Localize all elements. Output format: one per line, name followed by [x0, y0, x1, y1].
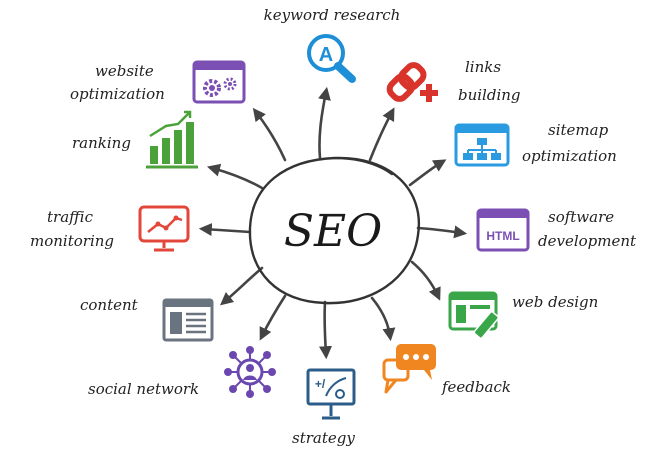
- node-strategy: +/ strategy: [292, 368, 356, 447]
- node-ranking: ranking: [72, 110, 198, 169]
- arrow-software-development: [416, 225, 468, 239]
- arrow-sitemap-optimization: [408, 159, 447, 187]
- node-label-line2: optimization: [70, 85, 165, 103]
- node-label-line1: ranking: [72, 134, 131, 152]
- arrow-links-building: [368, 107, 395, 162]
- svg-text:+/: +/: [315, 377, 326, 391]
- node-software-development: HTML software development: [476, 208, 637, 252]
- center-label: SEO: [284, 206, 382, 257]
- html-window-icon: HTML: [476, 208, 530, 252]
- monitor-graph-icon: [138, 205, 190, 252]
- node-links-building: links building: [386, 58, 521, 104]
- arrow-website-optimization: [252, 107, 287, 162]
- magnifier-a-icon: A: [307, 34, 356, 83]
- center-circle: [248, 156, 421, 305]
- arrow-social-network: [259, 294, 287, 341]
- web-design-window-icon: [448, 291, 500, 339]
- arrow-feedback: [370, 296, 396, 342]
- network-people-icon: [224, 346, 276, 398]
- node-label-line1: feedback: [441, 378, 511, 396]
- connector-arrows: [198, 86, 468, 360]
- node-content: content: [80, 296, 214, 342]
- sitemap-window-icon: [454, 123, 510, 167]
- node-label-line2: building: [458, 86, 521, 104]
- arrow-strategy: [319, 300, 333, 360]
- node-label-line1: sitemap: [548, 121, 609, 139]
- arrow-content: [220, 266, 264, 306]
- node-website-optimization: website optimization: [70, 60, 246, 104]
- gear-window-icon: [192, 60, 246, 104]
- node-label-line1: keyword research: [264, 6, 401, 24]
- node-keyword-research: A keyword research: [264, 6, 401, 83]
- arrow-traffic-monitoring: [198, 222, 252, 236]
- node-label-line1: social network: [88, 380, 199, 398]
- arrow-ranking: [206, 163, 264, 190]
- node-label-line1: strategy: [292, 429, 355, 447]
- seo-center: SEO: [248, 156, 421, 305]
- node-traffic-monitoring: traffic monitoring: [30, 205, 190, 252]
- node-label-line1: website: [95, 62, 154, 80]
- node-web-design: web design: [448, 291, 598, 339]
- chain-link-plus-icon: [386, 62, 438, 102]
- document-window-icon: [162, 298, 214, 342]
- html-badge: HTML: [486, 229, 519, 243]
- node-sitemap-optimization: sitemap optimization: [454, 121, 617, 167]
- node-label-line1: traffic: [47, 208, 94, 226]
- strategy-board-icon: +/: [306, 368, 356, 420]
- arrow-keyword-research: [318, 86, 331, 160]
- bar-chart-icon: [146, 110, 198, 169]
- node-label-line2: development: [538, 232, 637, 250]
- node-label-line1: software: [548, 208, 614, 226]
- node-label-line1: links: [465, 58, 501, 76]
- node-label-line1: web design: [512, 293, 598, 311]
- arrow-web-design: [410, 260, 441, 301]
- node-label-line2: optimization: [522, 147, 617, 165]
- node-label-line1: content: [80, 296, 139, 314]
- svg-text:A: A: [319, 44, 333, 66]
- node-social-network: social network: [88, 346, 276, 398]
- node-feedback: feedback: [382, 344, 511, 396]
- speech-bubbles-icon: [382, 344, 436, 394]
- node-label-line2: monitoring: [30, 232, 114, 250]
